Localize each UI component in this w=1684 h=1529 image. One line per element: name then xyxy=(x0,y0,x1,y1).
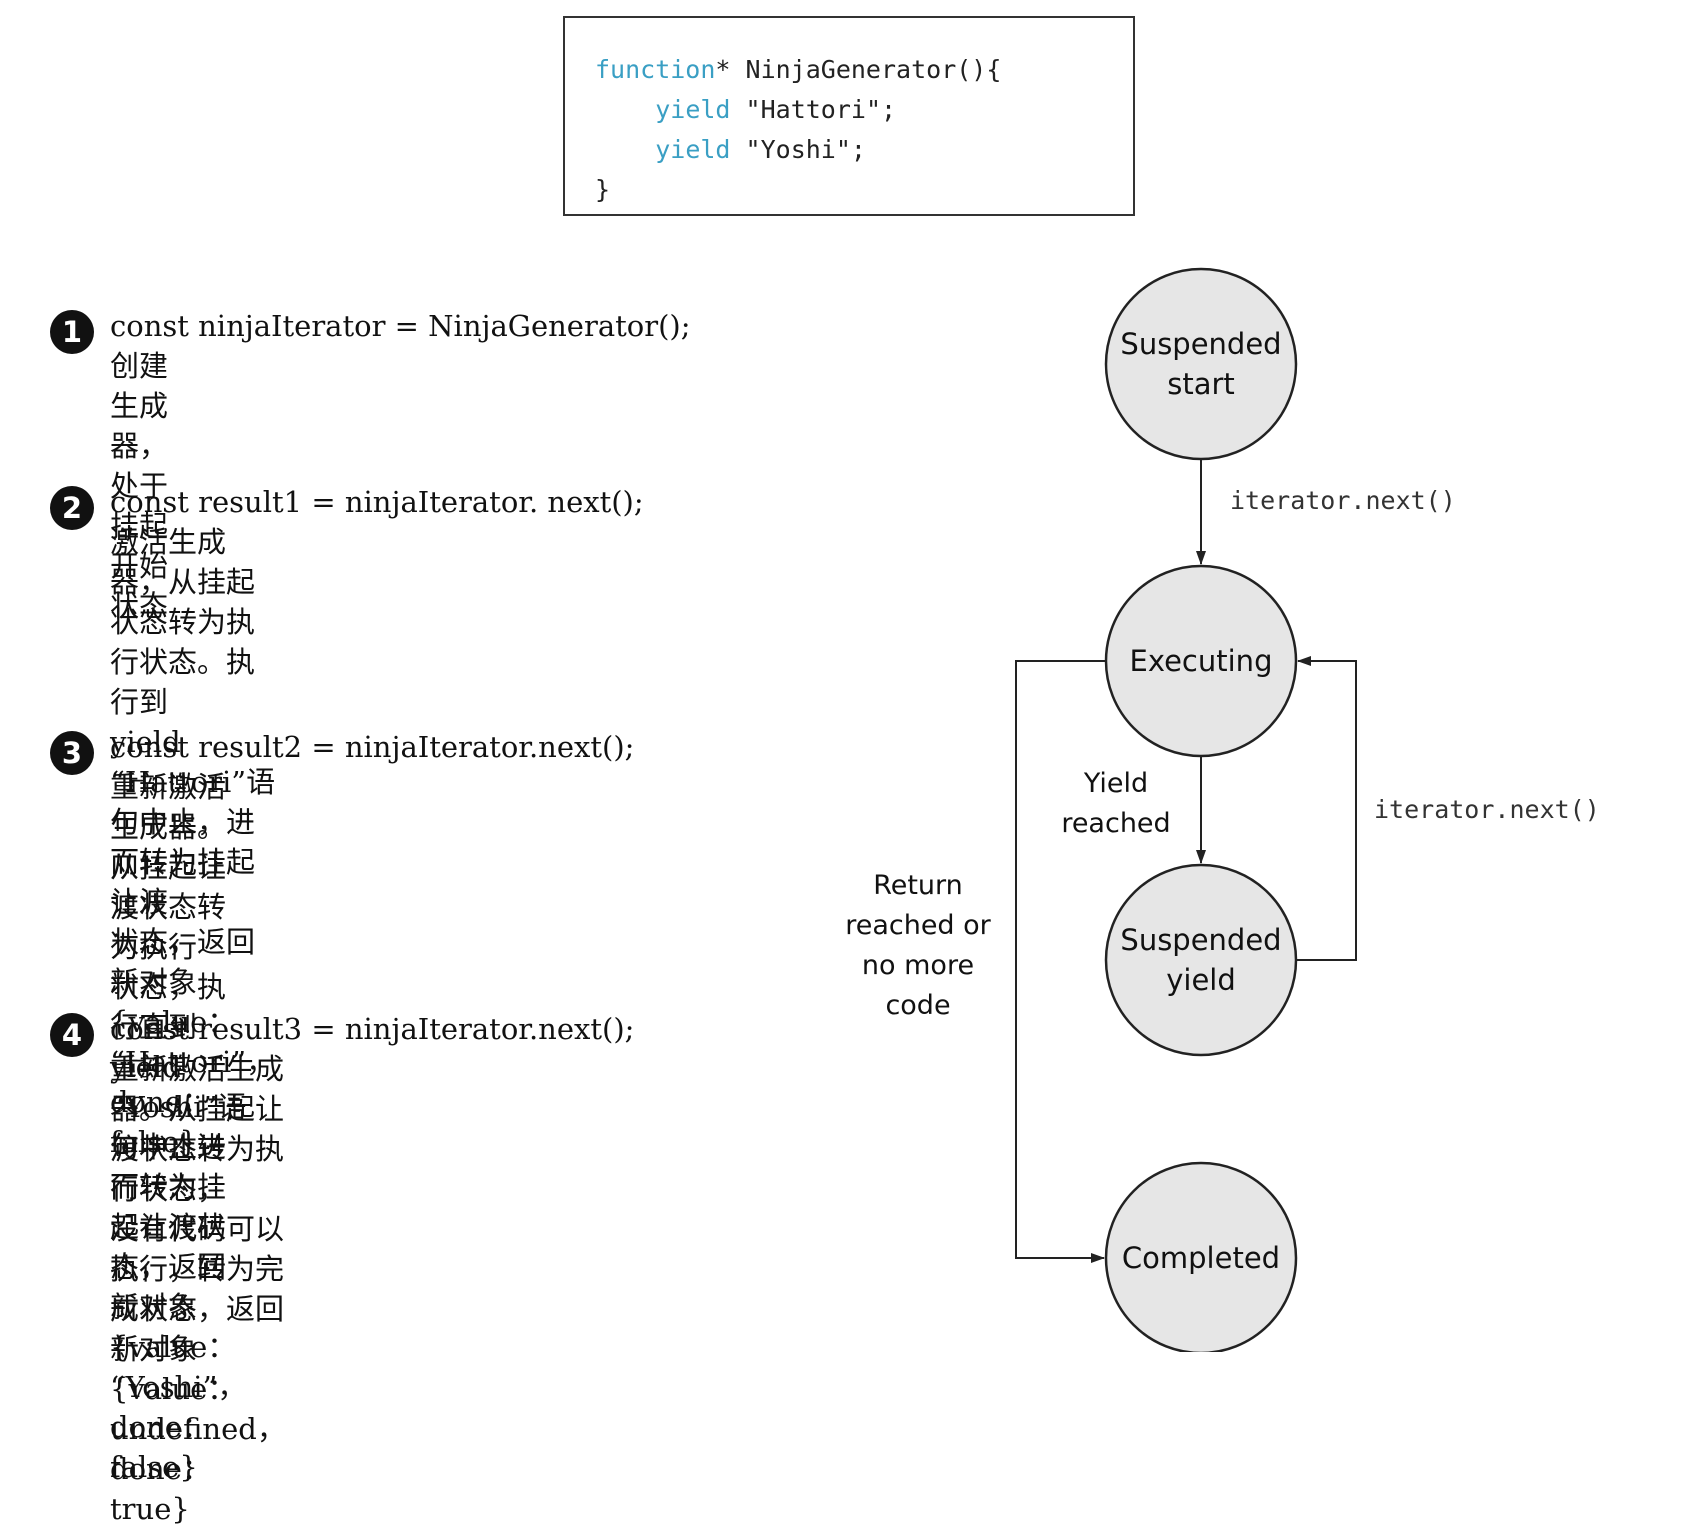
step-code: const result3 = ninjaIterator.next(); xyxy=(110,1012,635,1046)
code-line-1: function* NinjaGenerator(){ xyxy=(595,50,1001,90)
code-line-4: } xyxy=(595,175,611,204)
step-number-badge: 4 xyxy=(50,1013,94,1057)
state-label-suspended-start: Suspended start xyxy=(1120,327,1282,401)
code-keyword: function xyxy=(595,55,716,84)
edge-executing-to-completed xyxy=(1015,660,1106,1263)
edge-yield-to-executing xyxy=(1296,656,1357,961)
step-code: const result1 = ninjaIterator. next(); xyxy=(110,485,644,519)
edge-label-start-to-executing: iterator.next() xyxy=(1230,486,1456,515)
code-text: "Yoshi"; xyxy=(730,135,866,164)
code-line-2: yield "Hattori"; xyxy=(595,90,896,130)
state-label-completed: Completed xyxy=(1121,1241,1281,1275)
state-node-completed xyxy=(1104,1161,1298,1352)
state-diagram xyxy=(1015,267,1357,1352)
code-box: function* NinjaGenerator(){ yield "Hatto… xyxy=(563,16,1135,216)
code-keyword: yield xyxy=(655,95,731,124)
state-label-executing: Executing xyxy=(1129,644,1273,678)
code-keyword: yield xyxy=(655,135,731,164)
step-number-badge: 1 xyxy=(50,310,94,354)
code-text: * NinjaGenerator(){ xyxy=(715,55,1002,84)
edge-label-yield-to-executing: iterator.next() xyxy=(1374,795,1600,824)
step-code: const ninjaIterator = NinjaGenerator(); xyxy=(110,309,691,343)
step-code: const result2 = ninjaIterator.next(); xyxy=(110,730,635,764)
edge-label-return-reached: Return reached or no more code xyxy=(845,870,991,1021)
step-number-badge: 2 xyxy=(50,486,94,530)
step-description: 创建生成器，处于挂起开始状态 xyxy=(110,349,169,623)
state-label-suspended-yield: Suspended yield xyxy=(1120,923,1282,997)
code-text: "Hattori"; xyxy=(730,95,897,124)
code-line-3: yield "Yoshi"; xyxy=(595,130,866,170)
step-number-badge: 3 xyxy=(50,731,94,775)
edge-label-yield-reached: Yield reached xyxy=(1061,768,1171,839)
step-description: 激活生成器，从挂起状态转为执行状态。执行到 yield “Hattori”语句中… xyxy=(110,525,276,1159)
